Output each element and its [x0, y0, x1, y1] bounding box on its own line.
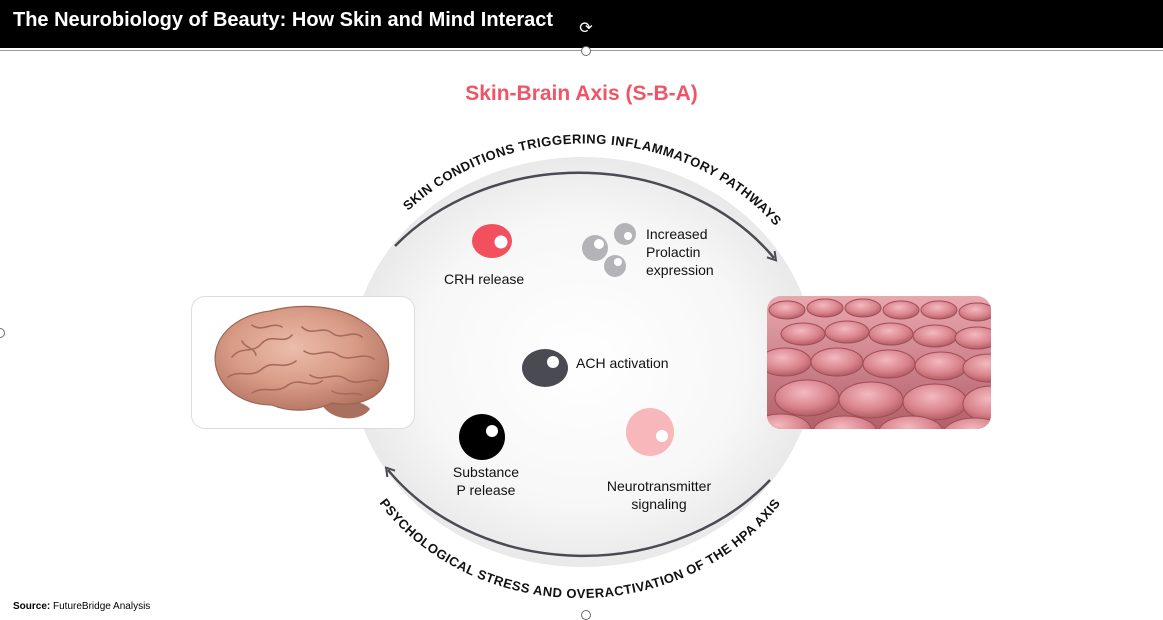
diagram-title: Skin-Brain Axis (S-B-A) [465, 82, 698, 105]
top-arc [394, 171, 778, 262]
substance-p-node [459, 414, 505, 460]
prolactin-node [582, 223, 636, 277]
crh-node [472, 224, 512, 258]
neurotransmitter-label: Neurotransmitter signaling [606, 478, 712, 512]
brain-icon [214, 305, 390, 419]
prolactin-label: Increased Prolactin expression [646, 226, 714, 278]
rotate-handle-icon[interactable]: ⟳ [579, 20, 593, 37]
skin-image-card [767, 296, 991, 429]
neurotransmitter-node [626, 408, 674, 456]
ach-label: ACH activation [576, 355, 669, 371]
substance-p-label: Substance P release [452, 464, 520, 498]
resize-handle-top[interactable] [581, 46, 591, 56]
source-note: Source: FutureBridge Analysis [13, 601, 150, 612]
bottom-arc [384, 466, 771, 558]
skin-cells-icon [767, 296, 991, 429]
ach-node [522, 349, 568, 387]
title-bar: The Neurobiology of Beauty: How Skin and… [0, 0, 1163, 48]
brain-image-card [191, 296, 415, 429]
source-label: Source: [13, 601, 51, 612]
page-title: The Neurobiology of Beauty: How Skin and… [13, 9, 554, 31]
background-circle [351, 157, 815, 567]
source-value: FutureBridge Analysis [53, 601, 151, 612]
crh-label: CRH release [444, 271, 525, 287]
